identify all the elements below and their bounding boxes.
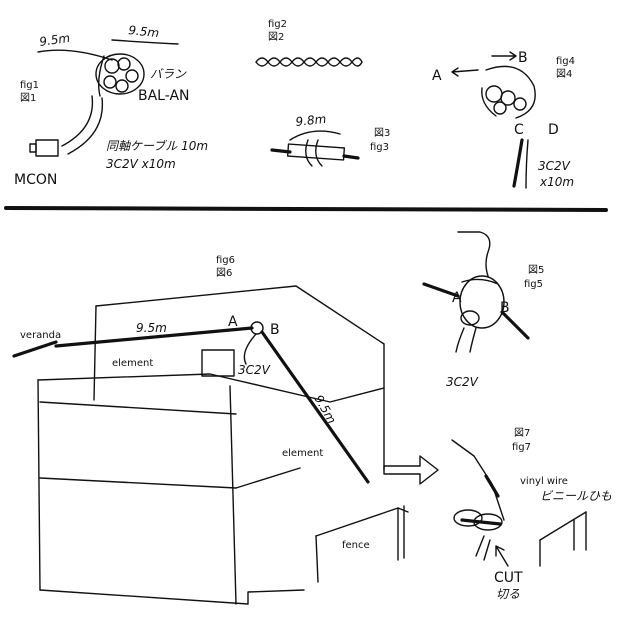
fig1-cable-note-2: 3C2V x10m [106,157,176,171]
fig7-cut-en: CUT [494,570,523,586]
fig6-label: fig6 [216,255,235,266]
fig6-fence [315,505,409,583]
fig1-length-right: 9.5m [128,23,160,40]
fig1-group: fig1 図1 9.5m 9.5m バラン BAL-AN MCON 同軸ケーブル… [14,23,208,188]
fig6-fence-label: fence [342,540,370,551]
fig1-balun-jp: バラン [150,67,187,81]
fig1-coax-1 [61,95,94,147]
fig5-label: fig5 [524,279,543,290]
fig3-insulator-assembly [270,139,360,167]
fig4-point-c: C [514,122,524,138]
fig6-window [201,349,235,377]
fig5-label-jp: 図5 [528,264,544,276]
fig5-point-a: A [452,290,462,306]
fig7-cut-jp: 切る [496,587,520,601]
fig6-group: fig6 図6 veranda 9.5m element A B 3C2V [12,255,439,605]
fig4-coax-cable [512,138,524,188]
fig6-cable: 3C2V [238,363,271,377]
fig4-balun-coil [481,65,536,119]
fig5-coax [455,327,477,353]
fig6-arrow-to-fig7 [383,455,439,485]
fig4-arrow-right [491,51,517,61]
fig7-vinyl-en: vinyl wire [520,476,568,487]
fig7-vinyl-knot [453,509,503,531]
fig1-label: fig1 [20,80,39,91]
fig6-element-1: element [112,358,153,369]
fig5-wire-a [422,282,460,298]
fig4-group: fig4 図4 A B C D 3C2V x10m [432,50,575,189]
fig2-label: fig2 [268,19,287,30]
section-divider [4,206,608,212]
fig5-wire-b [500,310,530,340]
fig3-label-jp: 図3 [374,127,390,139]
fig1-wire-left [37,49,113,61]
fig6-veranda: veranda [20,330,61,341]
fig1-cable-note-1: 同軸ケーブル 10m [106,139,208,153]
fig1-coax-2 [67,97,104,155]
fig6-element-wire-2 [260,330,370,484]
fig4-label-jp: 図4 [556,68,572,80]
fig2-twisted-wire [255,57,363,67]
fig3-length-arc [289,130,341,141]
fig7-insulator [484,474,500,498]
fig7-group: 図7 fig7 vinyl wire ビニールひも CUT 切る [451,427,612,601]
fig4-coax-outline [525,139,529,189]
fig5-group: 図5 fig5 A B 3C2V [422,231,544,389]
fig6-label-jp: 図6 [216,267,232,279]
fig4-point-a: A [432,68,442,84]
fig1-length-left: 9.5m [38,31,70,49]
fig5-point-b: B [500,300,510,316]
fig1-balun-en: BAL-AN [138,88,190,104]
fig3-group: 図3 fig3 9.8m [270,112,390,167]
fig6-element-wire-1 [54,326,254,348]
fig4-label: fig4 [556,56,575,67]
fig1-wire-right [111,39,179,45]
fig7-cut-arrow [495,545,509,567]
fig6-veranda-post [12,340,58,358]
fig4-point-d: D [548,122,559,138]
fig1-connector-label: MCON [14,172,57,188]
fig2-group: fig2 図2 [255,19,363,67]
fig7-fence [539,511,587,567]
fig4-point-b: B [518,50,528,66]
fig7-vinyl-jp: ビニールひも [540,489,612,503]
fig4-cable-2: x10m [539,175,574,189]
fig1-balun-coil [95,53,145,97]
fig6-coax [243,333,257,365]
fig7-wire [451,439,505,521]
fig2-label-jp: 図2 [268,31,284,43]
fig4-cable-1: 3C2V [538,159,571,173]
fig6-point-a: A [228,314,238,330]
fig4-arrow-left [451,67,479,77]
fig6-building [37,285,385,605]
fig6-length-1: 9.5m [136,321,167,335]
fig1-mcon-connector [29,139,59,157]
fig7-label-jp: 図7 [514,427,530,439]
fig5-cable: 3C2V [446,375,479,389]
fig6-balun [250,321,264,335]
fig6-point-b: B [270,322,280,338]
fig3-label: fig3 [370,142,389,153]
fig5-balun-housing [459,275,505,329]
fig5-hook [457,231,491,277]
fig1-label-jp: 図1 [20,92,36,104]
fig3-length: 9.8m [295,112,327,129]
fig6-element-2: element [282,448,323,459]
fig7-cut-piece [475,535,491,561]
fig7-label: fig7 [512,442,531,453]
